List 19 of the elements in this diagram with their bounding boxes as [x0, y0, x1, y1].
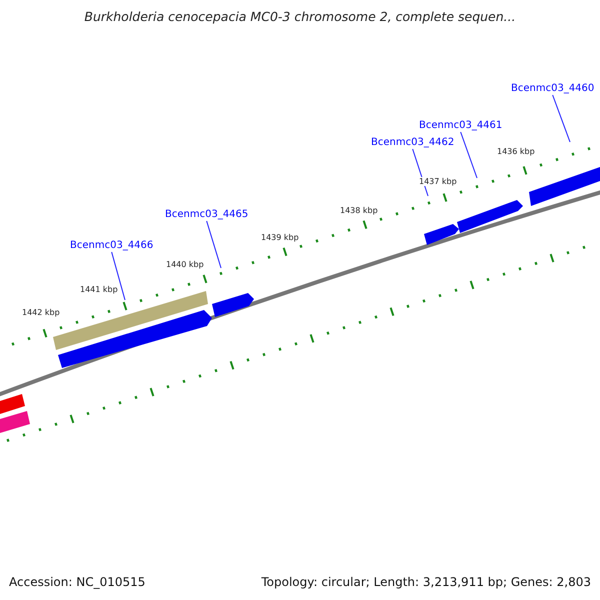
gene-label: Bcenmc03_4466	[70, 240, 154, 252]
chart-title: Burkholderia cenocepacia MC0-3 chromosome 2, complete sequen...	[83, 9, 517, 24]
scale-label: 1440 kbp	[166, 260, 204, 269]
leader-line	[111, 252, 126, 300]
leader-line	[460, 132, 478, 178]
gene-label: Bcenmc03_4461	[419, 120, 502, 132]
gene-label: Bcenmc03_4465	[165, 209, 248, 221]
scale-label: 1436 kbp	[497, 147, 535, 156]
scale-label: 1441 kbp	[80, 285, 118, 294]
scale-label: 1439 kbp	[261, 233, 299, 242]
leader-line	[552, 94, 570, 142]
genome-stats-text: Topology: circular; Length: 3,213,911 bp; Genes: 2,803	[261, 575, 591, 589]
scale-label: 1437 kbp	[419, 177, 457, 186]
leader-line	[206, 220, 222, 268]
scale-label: 1442 kbp	[22, 308, 60, 317]
gene-label: Bcenmc03_4460	[511, 83, 594, 95]
scale-label: 1438 kbp	[340, 206, 378, 215]
gene-label: Bcenmc03_4462	[371, 137, 454, 149]
accession-text: Accession: NC_010515	[9, 575, 146, 589]
